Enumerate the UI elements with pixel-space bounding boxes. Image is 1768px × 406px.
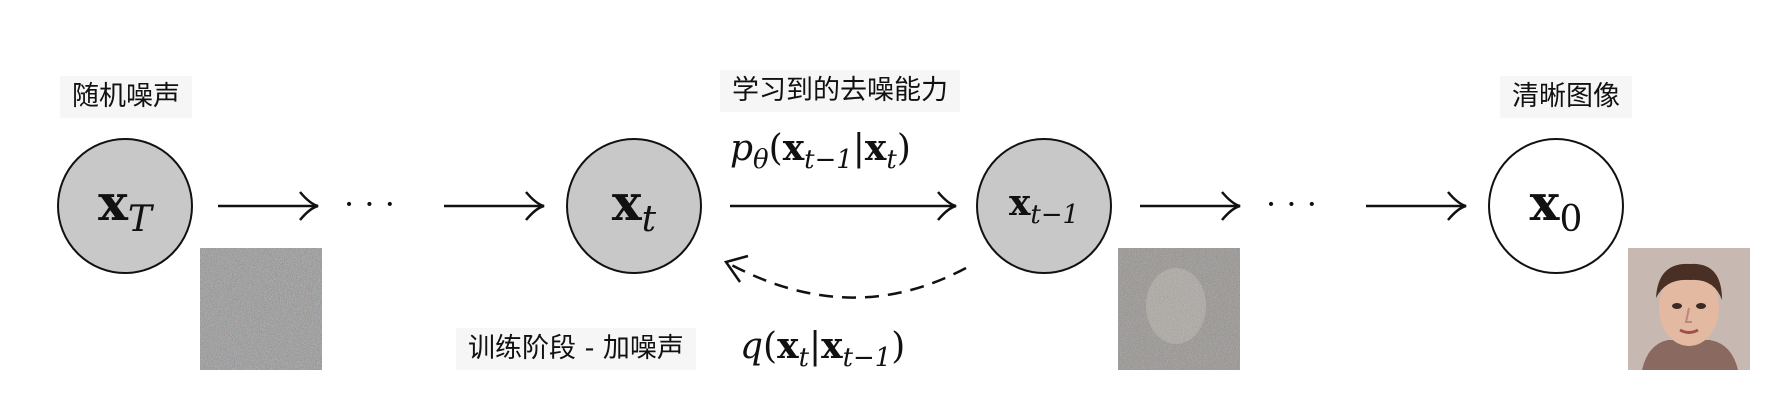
label-clear-image: 清晰图像: [1500, 76, 1632, 118]
node-xt-minus-1: xt−1: [976, 138, 1112, 274]
arrow-dots-to-x0: [1366, 191, 1467, 221]
node-xT: xT: [57, 138, 193, 274]
node-xt: xt: [566, 138, 702, 274]
formula-reverse: pθ(xt−1|xt): [730, 127, 911, 175]
node-x0: x0: [1488, 138, 1624, 274]
noise-image-pure: [200, 248, 322, 370]
noise-image-partial: [1118, 248, 1240, 370]
label-training-noise: 训练阶段 - 加噪声: [456, 328, 696, 370]
formula-forward: q(xt|xt−1): [740, 325, 906, 373]
arrow-xT-to-dots: [218, 191, 319, 221]
ellipsis-left: · · ·: [344, 185, 395, 223]
label-random-noise: 随机噪声: [60, 76, 192, 118]
arrow-dots-to-xt: [444, 191, 545, 221]
arrow-xt-to-xt1: [730, 191, 957, 221]
ellipsis-right: · · ·: [1266, 185, 1317, 223]
dashed-arrow-forward: [723, 254, 967, 299]
label-learned-denoise: 学习到的去噪能力: [720, 70, 960, 112]
arrow-xt1-to-dots: [1140, 191, 1241, 221]
clean-face-image: [1628, 248, 1750, 370]
